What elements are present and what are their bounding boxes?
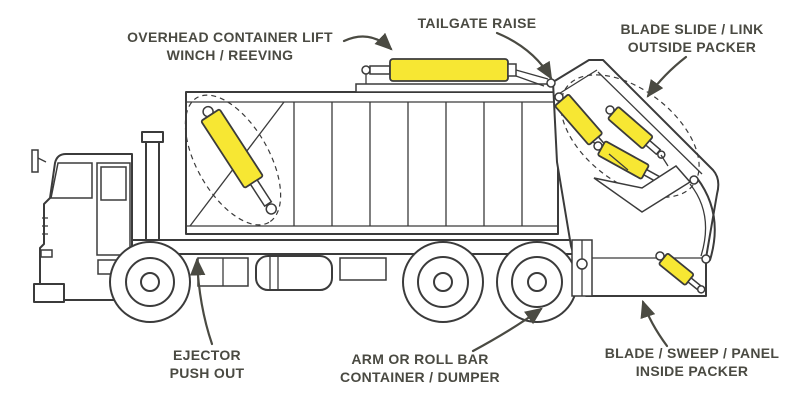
label-overhead-container-lift: OVERHEAD CONTAINER LIFT WINCH / REEVING bbox=[127, 28, 333, 64]
grille-lines bbox=[42, 217, 48, 235]
label-tailgate-raise: TAILGATE RAISE bbox=[418, 14, 537, 32]
headlight bbox=[40, 249, 53, 258]
label-blade-slide-outside-packer: BLADE SLIDE / LINK OUTSIDE PACKER bbox=[620, 20, 763, 56]
overhead-lift-cylinder bbox=[389, 58, 509, 82]
label-ejector-push-out: EJECTOR PUSH OUT bbox=[170, 346, 245, 382]
label-line: TAILGATE RAISE bbox=[417, 15, 537, 31]
packer-blade bbox=[593, 153, 692, 213]
body-ribs bbox=[293, 102, 523, 226]
side-box bbox=[339, 257, 387, 281]
label-line: INSIDE PACKER bbox=[635, 363, 749, 380]
arrow-blade-slide bbox=[646, 55, 688, 98]
door-window bbox=[100, 166, 127, 201]
arrow-overhead-container-lift bbox=[342, 32, 393, 51]
label-arm-roll-bar: ARM OR ROLL BAR CONTAINER / DUMPER bbox=[340, 350, 500, 386]
tailgate-arm-linkage bbox=[689, 175, 716, 264]
label-line: OVERHEAD CONTAINER LIFT bbox=[127, 29, 333, 45]
underbody-equipment bbox=[197, 255, 387, 291]
blade-slide-cylinder bbox=[605, 105, 666, 159]
label-line: ARM OR ROLL BAR bbox=[351, 351, 489, 367]
label-line: PUSH OUT bbox=[169, 365, 245, 382]
rear-wheel-2 bbox=[496, 241, 578, 323]
arrow-arm-roll-bar bbox=[471, 307, 543, 353]
arrow-blade-sweep bbox=[640, 299, 669, 348]
tailgate-pivot bbox=[546, 78, 556, 88]
ejector-cylinder bbox=[200, 105, 278, 215]
top-rail bbox=[355, 83, 557, 93]
label-line: CONTAINER / DUMPER bbox=[340, 369, 500, 386]
arrow-tailgate-raise bbox=[495, 31, 553, 80]
windshield bbox=[50, 162, 93, 199]
rear-frame-channel bbox=[571, 239, 593, 297]
side-mirror bbox=[31, 149, 39, 173]
exhaust-stack bbox=[141, 131, 164, 241]
front-wheel bbox=[109, 241, 191, 323]
overhead-lift-cylinder-assembly bbox=[355, 58, 557, 93]
tailgate bbox=[546, 59, 720, 297]
label-line: EJECTOR bbox=[173, 347, 241, 363]
label-line: BLADE / SWEEP / PANEL bbox=[604, 345, 780, 361]
sweep-panel-cylinder bbox=[655, 251, 706, 294]
label-line: OUTSIDE PACKER bbox=[627, 39, 757, 56]
highlight-ellipse-packer bbox=[560, 74, 700, 198]
label-line: BLADE SLIDE / LINK bbox=[620, 21, 764, 37]
label-blade-sweep-inside-packer: BLADE / SWEEP / PANEL INSIDE PACKER bbox=[605, 344, 780, 380]
fuel-tank bbox=[255, 255, 333, 291]
highlight-ellipse-ejector bbox=[184, 94, 282, 226]
label-line: WINCH / REEVING bbox=[166, 47, 294, 64]
rear-wheel-1 bbox=[402, 241, 484, 323]
truck-cab bbox=[31, 149, 133, 303]
front-bumper bbox=[33, 283, 65, 303]
arrow-ejector bbox=[189, 257, 214, 346]
